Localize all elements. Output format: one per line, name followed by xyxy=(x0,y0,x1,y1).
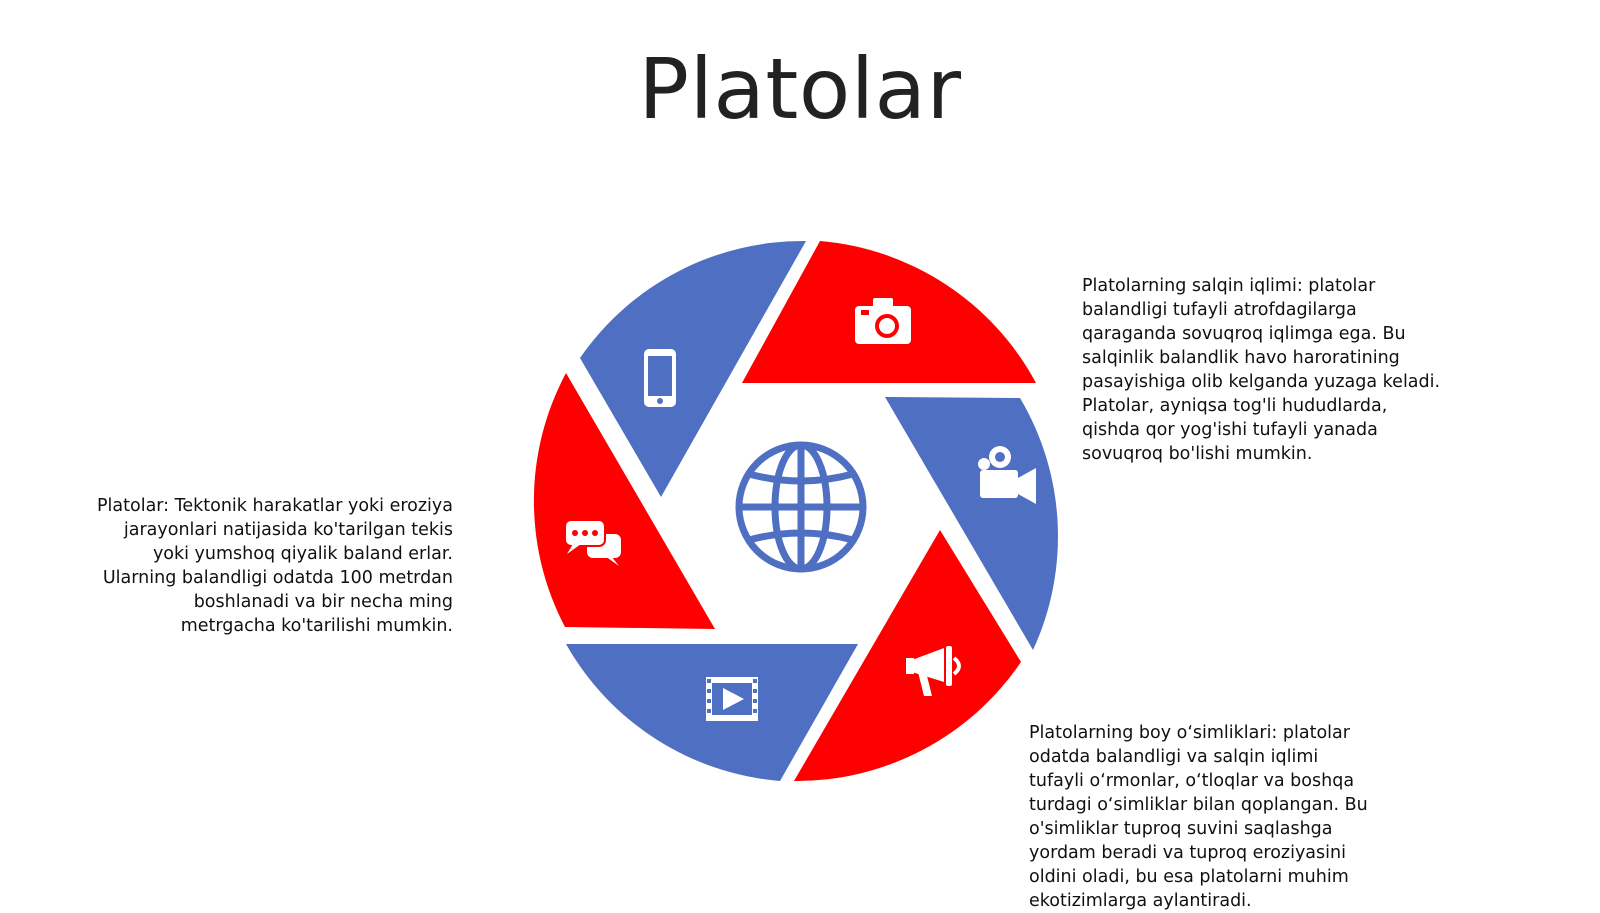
megaphone-icon xyxy=(906,646,961,696)
shutter-segment-2 xyxy=(885,397,1058,650)
smartphone-icon xyxy=(644,349,676,407)
shutter-segment-6 xyxy=(580,240,806,498)
paragraph-right-bottom: Platolarning boy o‘simliklari: platolar … xyxy=(1029,723,1368,911)
paragraph-left: Platolar: Tektonik harakatlar yoki erozi… xyxy=(97,496,453,636)
chat-bubbles-icon xyxy=(564,519,621,566)
paragraph-right-top: Platolarning salqin iqlimi: platolar bal… xyxy=(1082,276,1441,464)
page-title: Platolar xyxy=(638,40,962,138)
globe-icon xyxy=(735,441,867,573)
film-play-icon xyxy=(706,677,758,721)
camera-icon xyxy=(855,298,911,344)
segments-layer xyxy=(533,240,1058,782)
shutter-segment-5 xyxy=(533,373,715,629)
video-camera-icon xyxy=(978,446,1036,504)
shutter-segment-3 xyxy=(794,530,1021,782)
